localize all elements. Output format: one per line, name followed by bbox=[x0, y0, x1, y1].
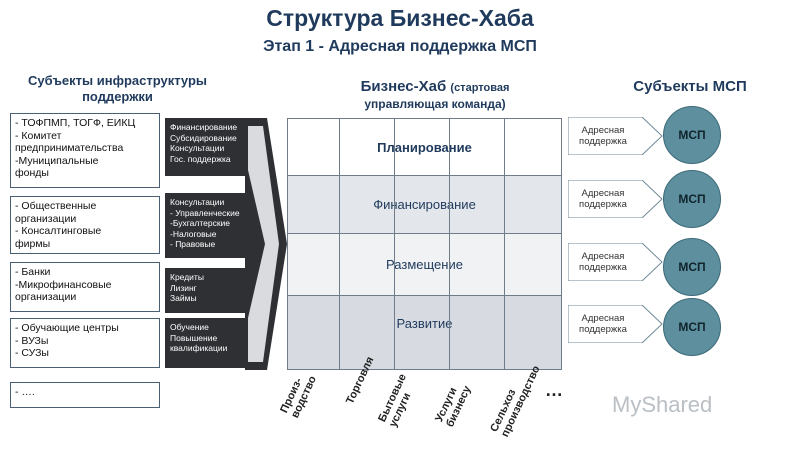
category-label-household: Бытовые услуги bbox=[376, 372, 414, 429]
support-arrow: Адресная поддержка bbox=[567, 116, 663, 156]
category-label-agriculture: Сельхоз производство bbox=[488, 363, 543, 439]
entity-box-4: - Обучающие центры - ВУЗы - СУЗы bbox=[10, 318, 160, 368]
entity-box-5: - …. bbox=[10, 382, 160, 408]
support-label: Адресная поддержка bbox=[579, 251, 627, 273]
category-label-production: Произ- водство bbox=[278, 374, 319, 420]
infrastructure-heading: Субъекты инфраструктуры поддержки bbox=[27, 73, 208, 104]
msp-circle: МСП bbox=[663, 238, 721, 296]
service-box-3: Кредиты Лизинг Займы bbox=[165, 268, 247, 313]
support-arrow: Адресная поддержка bbox=[567, 179, 663, 219]
hub-row-development: Развитие bbox=[287, 296, 562, 370]
msp-circle: МСП bbox=[663, 106, 721, 164]
service-box-1: Финансирование Субсидирование Консультац… bbox=[165, 118, 247, 176]
hub-column-divider bbox=[339, 118, 340, 370]
support-label: Адресная поддержка bbox=[579, 125, 627, 147]
entity-box-1: - ТОФПМП, ТОГФ, ЕИКЦ - Комитет предприни… bbox=[10, 113, 160, 188]
hub-column-divider bbox=[449, 118, 450, 370]
hub-row-financing: Финансирование bbox=[287, 176, 562, 234]
entity-box-3: - Банки -Микрофинансовые организации bbox=[10, 262, 160, 312]
page-title: Структура Бизнес-Хаба bbox=[266, 5, 534, 31]
hub-row-placement: Размещение bbox=[287, 234, 562, 296]
entity-box-2: - Общественные организации - Консалтинго… bbox=[10, 196, 160, 254]
more-categories: … bbox=[545, 380, 563, 400]
hub-column-divider bbox=[394, 118, 395, 370]
flow-arrow bbox=[245, 118, 287, 370]
service-box-4: Обучение Повышение квалификации bbox=[165, 318, 247, 368]
hub-heading: Бизнес-Хаб (стартовая bbox=[300, 78, 570, 95]
hub-heading-paren: (стартовая bbox=[450, 82, 510, 94]
hub-heading-line2: управляющая команда) bbox=[364, 97, 506, 111]
category-label-business: Услуги бизнесу bbox=[433, 384, 474, 429]
support-arrow: Адресная поддержка bbox=[567, 242, 663, 282]
hub-row-planning: Планирование bbox=[287, 118, 562, 176]
hub-grid: Планирование Финансирование Размещение Р… bbox=[287, 118, 562, 370]
msp-circle: МСП bbox=[663, 170, 721, 228]
msp-heading: Субъекты МСП bbox=[633, 78, 747, 95]
hub-column-divider bbox=[504, 118, 505, 370]
page-subtitle: Этап 1 - Адресная поддержка МСП bbox=[263, 38, 537, 55]
support-label: Адресная поддержка bbox=[579, 188, 627, 210]
hub-heading-main: Бизнес-Хаб bbox=[360, 78, 447, 95]
support-arrow: Адресная поддержка bbox=[567, 304, 663, 344]
msp-circle: МСП bbox=[663, 298, 721, 356]
watermark: MyShared bbox=[612, 392, 713, 417]
support-label: Адресная поддержка bbox=[579, 313, 627, 335]
service-box-2: Консультации - Управленческие -Бухгалтер… bbox=[165, 193, 247, 258]
